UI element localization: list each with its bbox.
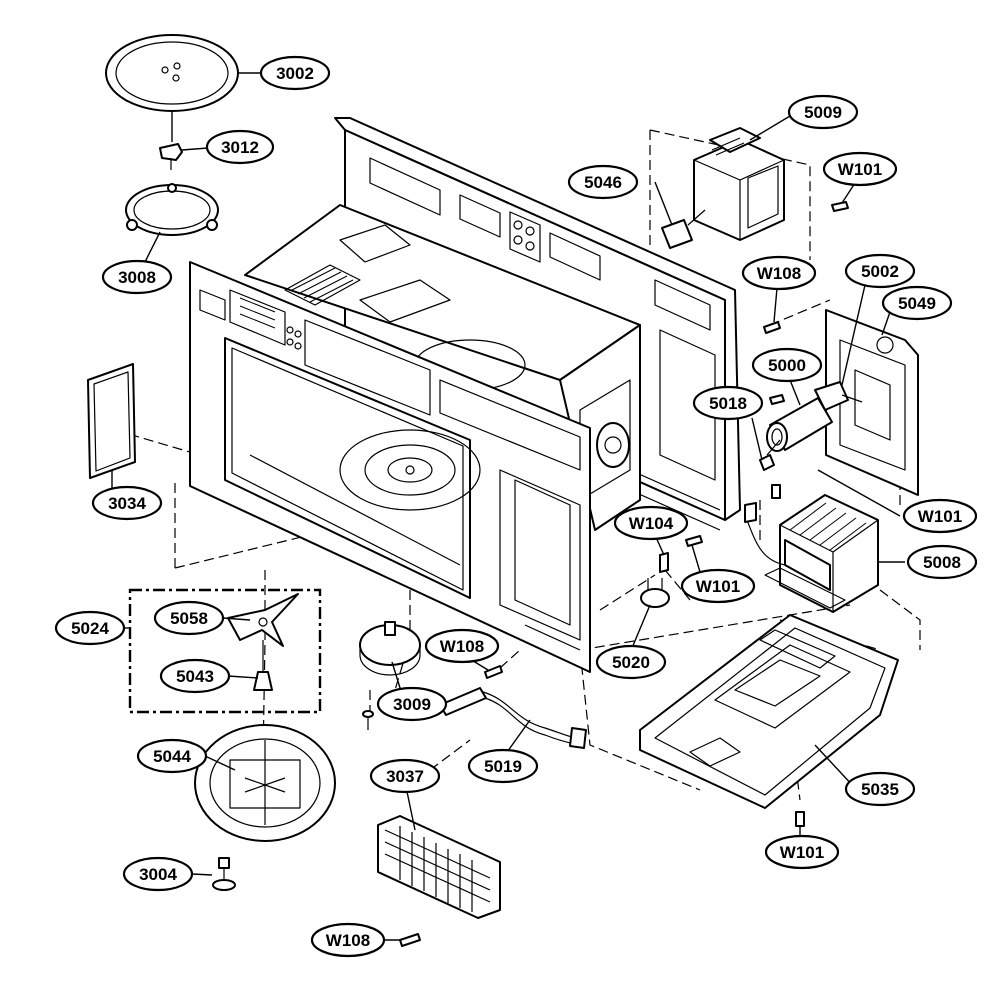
callout-label: W108 bbox=[326, 931, 370, 950]
magnetron bbox=[693, 127, 785, 241]
front-frame bbox=[189, 261, 591, 673]
stirrer-assembly-group bbox=[128, 588, 322, 714]
callout-label: W101 bbox=[696, 577, 740, 596]
screws bbox=[399, 201, 849, 947]
callout-5044: 5044 bbox=[136, 738, 208, 774]
callout-w108-mid: W108 bbox=[424, 628, 500, 664]
callout-5019: 5019 bbox=[467, 748, 539, 784]
fan-motor-housing bbox=[194, 724, 336, 842]
callout-w108-bottom: W108 bbox=[310, 922, 386, 958]
leveling-foot bbox=[212, 857, 236, 891]
thermal-cutout bbox=[661, 209, 706, 249]
callout-3009: 3009 bbox=[376, 686, 448, 722]
callout-label: 5019 bbox=[484, 757, 522, 776]
callout-label: 5018 bbox=[709, 394, 747, 413]
wire-harness bbox=[439, 687, 587, 749]
callout-label: W104 bbox=[629, 514, 674, 533]
vent-grille bbox=[377, 815, 501, 919]
thermostat bbox=[640, 578, 670, 608]
callout-3012: 3012 bbox=[205, 129, 275, 165]
callout-label: 5046 bbox=[584, 173, 622, 192]
hv-capacitor bbox=[766, 397, 833, 452]
callout-5018: 5018 bbox=[692, 385, 764, 421]
door-switch-holes bbox=[286, 326, 302, 350]
callout-5049: 5049 bbox=[881, 285, 953, 321]
callout-label: 5058 bbox=[170, 609, 208, 628]
callout-5009: 5009 bbox=[787, 94, 859, 130]
callout-label: 5043 bbox=[176, 667, 214, 686]
roller-ring bbox=[125, 183, 219, 236]
callout-w101-right: W101 bbox=[902, 498, 978, 534]
callout-5046: 5046 bbox=[567, 164, 639, 200]
callout-w108-top: W108 bbox=[741, 255, 817, 291]
callout-3004: 3004 bbox=[122, 856, 194, 892]
oven-cavity bbox=[244, 204, 641, 531]
callout-w101-top: W101 bbox=[822, 151, 898, 187]
turntable-glass-tray bbox=[105, 34, 239, 112]
turntable-motor bbox=[359, 621, 421, 730]
callout-w101-bottom: W101 bbox=[764, 834, 840, 870]
hv-diode bbox=[759, 439, 781, 471]
base-plate bbox=[639, 614, 899, 809]
callout-3008: 3008 bbox=[101, 259, 173, 295]
callout-3037: 3037 bbox=[369, 758, 441, 794]
callout-3002: 3002 bbox=[259, 55, 331, 91]
callout-label: 5049 bbox=[898, 294, 936, 313]
callout-label: 5009 bbox=[804, 103, 842, 122]
callout-5024: 5024 bbox=[54, 610, 126, 646]
callout-label: 5008 bbox=[923, 553, 961, 572]
callout-w101-mid: W101 bbox=[680, 568, 756, 604]
callout-label: 5035 bbox=[861, 780, 899, 799]
callout-label: W101 bbox=[838, 160, 882, 179]
callout-label: W101 bbox=[918, 507, 962, 526]
callout-label: W108 bbox=[440, 637, 484, 656]
stirrer-shaft bbox=[253, 640, 273, 691]
callout-label: 3002 bbox=[276, 64, 314, 83]
callout-label: 3008 bbox=[118, 268, 156, 287]
callout-label: 3004 bbox=[139, 865, 177, 884]
waveguide-cover bbox=[87, 363, 136, 479]
callout-label: W101 bbox=[780, 843, 824, 862]
callout-label: 5044 bbox=[153, 747, 191, 766]
callout-label: 5002 bbox=[861, 262, 899, 281]
stirrer-blade bbox=[227, 593, 299, 647]
callout-3034: 3034 bbox=[91, 485, 163, 521]
callout-label: W108 bbox=[757, 264, 801, 283]
callout-label: 5000 bbox=[768, 356, 806, 375]
callout-label: 5024 bbox=[71, 619, 109, 638]
callout-label: 3009 bbox=[393, 695, 431, 714]
callout-5043: 5043 bbox=[159, 658, 231, 694]
callout-label: 5020 bbox=[612, 653, 650, 672]
callout-5008: 5008 bbox=[906, 544, 978, 580]
callout-label: 3037 bbox=[386, 767, 424, 786]
turntable-coupler bbox=[159, 112, 183, 170]
callout-5002: 5002 bbox=[844, 253, 916, 289]
callout-w104: W104 bbox=[613, 505, 689, 541]
callout-5000: 5000 bbox=[751, 347, 823, 383]
callout-5020: 5020 bbox=[595, 644, 667, 680]
callout-label: 3012 bbox=[221, 138, 259, 157]
high-voltage-transformer bbox=[744, 494, 879, 613]
callout-5058: 5058 bbox=[153, 600, 225, 636]
callout-5035: 5035 bbox=[844, 771, 916, 807]
callout-label: 3034 bbox=[108, 494, 146, 513]
